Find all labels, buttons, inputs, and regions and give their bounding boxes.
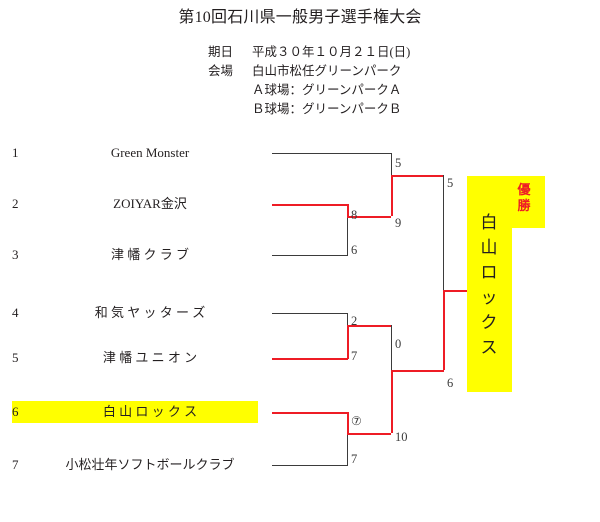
entry-seed: 2 bbox=[12, 196, 19, 211]
champion-banner-column bbox=[467, 176, 512, 392]
feed-line-6-winner bbox=[272, 412, 348, 414]
page-title: 第10回石川県一般男子選手権大会 bbox=[178, 9, 422, 26]
final-connector-top bbox=[443, 175, 444, 290]
event-field-a: Ａ球場：グリーンパークＡ bbox=[252, 83, 402, 97]
r1-matchC-connector-bottom bbox=[347, 433, 348, 466]
final-winner-out bbox=[443, 290, 469, 292]
event-venue-value: 白山市松任グリーンパーク bbox=[252, 64, 402, 78]
entry-team-name: 小松壮年ソフトボールクラブ bbox=[65, 457, 235, 472]
score-r2-lower-bottom: 10 bbox=[395, 430, 408, 444]
bracket-entry-5: 5 津 幡 ユ ニ オ ン bbox=[12, 347, 258, 369]
event-field-b-row: Ｂ球場：グリーンパークＢ bbox=[208, 100, 410, 119]
event-field-a-row: Ａ球場：グリーンパークＡ bbox=[208, 81, 410, 100]
r2-upper-winner-out bbox=[391, 175, 444, 177]
score-r1-matchB-top: 2 bbox=[351, 314, 358, 328]
feed-line-4 bbox=[272, 313, 348, 314]
feed-line-3 bbox=[272, 255, 348, 256]
score-r2-upper-bottom: 9 bbox=[395, 216, 402, 230]
entry-team-name: 津 幡 ユ ニ オ ン bbox=[102, 350, 198, 365]
bracket-entry-1: 1 Green Monster bbox=[12, 142, 258, 164]
score-r2-upper-top: 5 bbox=[395, 156, 402, 170]
r1-matchC-winner-out bbox=[347, 433, 391, 435]
event-field-b: Ｂ球場：グリーンパークＢ bbox=[252, 102, 402, 116]
entry-seed: 3 bbox=[12, 247, 19, 262]
r2-lower-connector-bottom bbox=[391, 370, 393, 433]
r1-matchA-winner-out bbox=[347, 216, 391, 218]
score-r2-lower-top: 0 bbox=[395, 337, 402, 351]
entry-seed: 6 bbox=[12, 404, 19, 419]
entry-team-name: Green Monster bbox=[110, 145, 190, 160]
entry-seed: 4 bbox=[12, 305, 19, 320]
score-final-bottom: 6 bbox=[447, 376, 454, 390]
event-venue-label: 会場 bbox=[208, 64, 234, 78]
bracket-entry-6: 6 白 山 ロ ッ ク ス bbox=[12, 401, 258, 423]
feed-line-7 bbox=[272, 465, 348, 466]
r1-matchA-connector-bottom bbox=[347, 216, 348, 256]
r2-lower-connector-top bbox=[391, 325, 392, 370]
final-connector-bottom bbox=[443, 290, 445, 370]
r2-upper-connector-top bbox=[391, 153, 392, 175]
feed-line-2-winner bbox=[272, 204, 348, 206]
event-info: 期日 平成３０年１０月２１日(日) 会場 白山市松任グリーンパーク Ａ球場：グリーン… bbox=[208, 43, 410, 119]
entry-team-name: 白 山 ロ ッ ク ス bbox=[102, 404, 198, 419]
score-r1-matchC-top: ⑦ bbox=[351, 414, 362, 428]
r1-matchA-connector-top bbox=[347, 204, 349, 216]
r2-lower-winner-out bbox=[391, 370, 444, 372]
bracket-entry-4: 4 和 気 ヤ ッ タ ー ズ bbox=[12, 302, 258, 324]
entry-team-name: ZOIYAR金沢 bbox=[113, 196, 187, 211]
event-venue-row: 会場 白山市松任グリーンパーク bbox=[208, 62, 410, 81]
event-date-row: 期日 平成３０年１０月２１日(日) bbox=[208, 43, 410, 62]
r1-matchB-winner-out bbox=[347, 325, 391, 327]
event-date-label: 期日 bbox=[208, 45, 234, 59]
score-r1-matchA-bottom: 6 bbox=[351, 243, 358, 257]
bracket-entry-2: 2 ZOIYAR金沢 bbox=[12, 193, 258, 215]
entry-seed: 1 bbox=[12, 145, 19, 160]
feed-line-1 bbox=[272, 153, 391, 154]
r2-upper-connector-bottom bbox=[391, 175, 393, 216]
score-final-top: 5 bbox=[447, 176, 454, 190]
score-r1-matchA-top: 8 bbox=[351, 208, 358, 222]
entry-team-name: 津 幡 ク ラ ブ bbox=[110, 247, 189, 262]
event-date-value: 平成３０年１０月２１日(日) bbox=[252, 45, 411, 59]
champion-label: 優 勝 bbox=[517, 182, 531, 213]
entry-team-name: 和 気 ヤ ッ タ ー ズ bbox=[94, 305, 206, 320]
r1-matchB-connector-top bbox=[347, 313, 348, 325]
score-r1-matchB-bottom: 7 bbox=[351, 349, 358, 363]
r1-matchC-connector-top bbox=[347, 412, 349, 433]
r1-matchB-connector-bottom bbox=[347, 325, 349, 359]
entry-seed: 5 bbox=[12, 350, 19, 365]
champion-team-name: 白 山 ロ ッ ク ス bbox=[480, 213, 498, 357]
score-r1-matchC-bottom: 7 bbox=[351, 452, 358, 466]
bracket-entry-7: 7 小松壮年ソフトボールクラブ bbox=[12, 454, 258, 476]
bracket-entry-3: 3 津 幡 ク ラ ブ bbox=[12, 244, 258, 266]
feed-line-5-winner bbox=[272, 358, 348, 360]
entry-seed: 7 bbox=[12, 457, 19, 472]
